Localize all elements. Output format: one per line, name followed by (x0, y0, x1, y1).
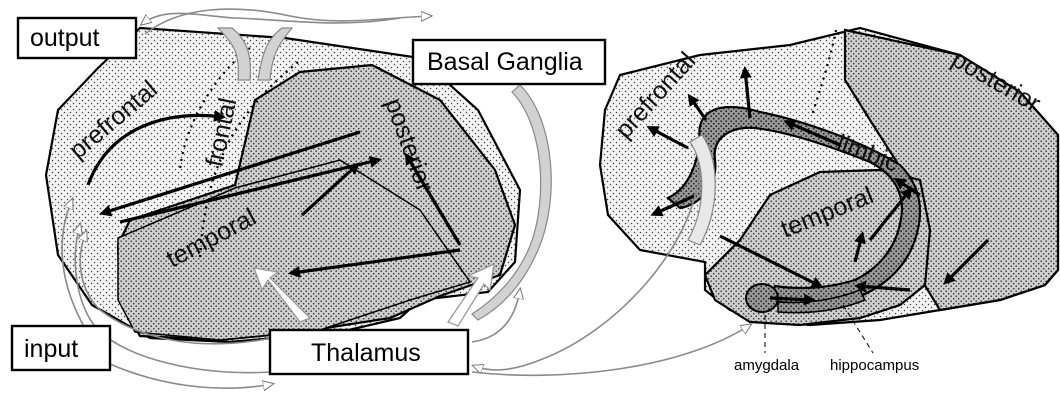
input-label: input (24, 335, 78, 363)
output-label: output (30, 24, 100, 52)
arrow-amygdala-to-hippocampus (770, 298, 812, 300)
hippocampus-label: hippocampus (830, 357, 919, 374)
output-box: output (18, 18, 136, 58)
thalamus-label: Thalamus (311, 339, 421, 367)
amygdala-label: amygdala (734, 357, 800, 374)
thalamus-box: Thalamus (270, 330, 468, 374)
basal-ganglia-box: Basal Ganglia (413, 40, 605, 84)
input-box: input (12, 326, 110, 370)
basal-ganglia-label: Basal Ganglia (427, 48, 583, 76)
